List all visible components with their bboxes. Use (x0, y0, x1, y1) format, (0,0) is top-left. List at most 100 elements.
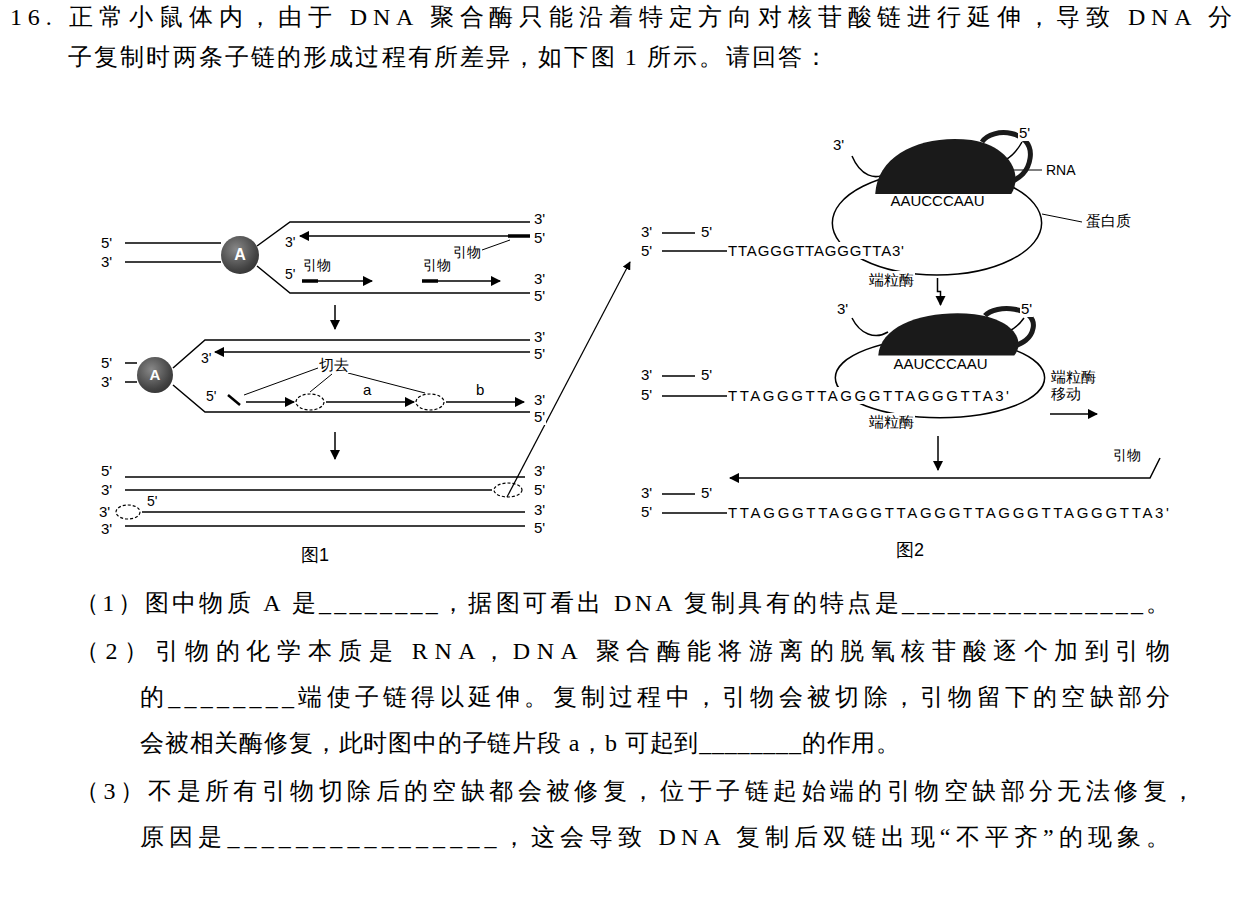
move-arrow (1050, 413, 1097, 415)
leading-strand (300, 235, 530, 237)
strand (125, 489, 492, 491)
diagram-label: 5' (205, 388, 217, 404)
diagram-label: 3' (533, 501, 546, 518)
okazaki-fragment (446, 401, 524, 403)
diagram-label: 5' (533, 345, 546, 362)
enzyme-circle: A (137, 357, 173, 393)
okazaki-fragment (302, 280, 372, 282)
gap-circle (296, 394, 324, 410)
diagram-label: 5' (700, 223, 713, 240)
diagram-label: 5' (640, 386, 653, 403)
template-sequence: AAUCCCAAU (825, 192, 1050, 209)
zoom-arrow (507, 262, 630, 497)
diagram-label: a (362, 381, 372, 398)
question-text: 会被相关酶修复，此时图中的子链片段 a，b 可起到________的作用。 (140, 730, 901, 758)
diagram-label: 5' (100, 234, 113, 251)
diagram-label: 5' (100, 462, 113, 479)
diagram-label: 3' (533, 462, 546, 479)
diagram-label: 5' (700, 484, 713, 501)
diagram-label: 3' (100, 253, 113, 270)
diagram-label: TTAGGGTTAGGGTTAGGGTTA3' (727, 387, 1013, 404)
protein-part (878, 313, 1018, 355)
primer (422, 279, 438, 283)
diagram-label: 5' (146, 493, 158, 509)
diagram-label: 端粒酶 移动 (1050, 368, 1104, 403)
diagram-label: 切去 (318, 356, 350, 373)
diagram-label: b (475, 381, 485, 398)
diagram-label: 蛋白质 (1085, 212, 1132, 229)
gap-circle (416, 394, 444, 410)
diagram-label: 5' (533, 287, 546, 304)
diagram-label: 3' (100, 520, 113, 537)
diagram-label: 5' (640, 503, 653, 520)
strand (662, 494, 727, 513)
step-arrow (937, 436, 939, 470)
enzyme-label: A (234, 246, 246, 264)
diagram-label: 3' (100, 373, 113, 390)
diagram-label: 5' (700, 366, 713, 383)
parent-duplex (125, 363, 137, 382)
primer (508, 234, 530, 238)
primer (302, 279, 318, 283)
diagram-label: 3' (640, 223, 653, 240)
diagram-label: 图2 (895, 540, 925, 561)
strand (125, 525, 525, 527)
strand (662, 233, 727, 251)
diagram-label: 3' (284, 234, 296, 250)
parent-strand (257, 266, 530, 293)
strand (125, 476, 525, 478)
question-text: 的________端使子链得以延伸。复制过程中，引物会被切除，引物留下的空缺部分 (140, 684, 1174, 712)
diagram-label: TTAGGGTTAGGGTTAGGGTTAGGGTTAGGGTTA3' (727, 504, 1173, 521)
parent-duplex (125, 243, 221, 262)
diagram-label: 5' (533, 519, 546, 536)
diagram-label: 5' (1020, 300, 1033, 317)
parent-strand (173, 340, 530, 368)
step-arrow (334, 432, 336, 459)
diagram-label: 3' (533, 391, 546, 408)
gap-circle (116, 505, 140, 519)
leading-strand (215, 351, 530, 353)
diagram-label: TTAGGGTTAGGGTTA3' (727, 242, 906, 259)
protein-part (875, 139, 1015, 194)
question-text: 16. 正常小鼠体内，由于 DNA 聚合酶只能沿着特定方向对核苷酸链进行延伸，导… (10, 4, 1238, 32)
step-arrow (334, 305, 336, 329)
step-arrow (938, 278, 941, 305)
diagram-label: 图1 (300, 545, 330, 566)
diagram-label: 5' (533, 229, 546, 246)
diagram-label: 3' (100, 481, 113, 498)
question-text: 子复制时两条子链的形成过程有所差异，如下图 1 所示。请回答： (68, 44, 830, 72)
diagram-label: 引物 (1112, 447, 1142, 463)
diagram-label: 3' (533, 210, 546, 227)
diagram-label: 3' (836, 300, 849, 317)
diagram-label: 5' (1018, 124, 1031, 141)
diagram-label: 3' (533, 270, 546, 287)
question-text: （2）引物的化学本质是 RNA，DNA 聚合酶能将游离的脱氧核苷酸逐个加到引物 (75, 638, 1177, 666)
question-text: （1）图中物质 A 是________，据图可看出 DNA 复制具有的特点是__… (75, 590, 1174, 618)
diagram-label: 3' (200, 350, 212, 366)
question-text: 原因是________________，这会导致 DNA 复制后双链出现“不平齐… (140, 824, 1175, 852)
strand (142, 511, 525, 513)
okazaki-fragment (326, 401, 414, 403)
diagram-label: 3' (832, 136, 845, 153)
diagram-label: 3' (98, 503, 111, 520)
diagram-label: 引物 (452, 244, 482, 260)
primer-arrow (730, 458, 1160, 478)
okazaki-fragment (246, 401, 294, 403)
enzyme-label: A (150, 366, 161, 383)
diagram-label: 端粒酶 (868, 271, 915, 288)
leader-line (482, 240, 510, 250)
figure-1 (116, 222, 630, 526)
okazaki-fragment (422, 280, 500, 282)
diagram-label: 5' (284, 266, 296, 282)
diagram-label: 5' (533, 408, 546, 425)
enzyme-circle: A (221, 236, 259, 274)
figure-2 (662, 142, 1160, 513)
question-text: （3）不是所有引物切除后的空缺都会被修复，位于子链起始端的引物空缺部分无法修复， (75, 778, 1199, 806)
diagram-label: 3' (640, 366, 653, 383)
diagram-label: 5' (640, 242, 653, 259)
diagram-label: 端粒酶 (868, 413, 915, 430)
strand (662, 376, 727, 396)
template-sequence: AAUCCCAAU (828, 355, 1053, 372)
